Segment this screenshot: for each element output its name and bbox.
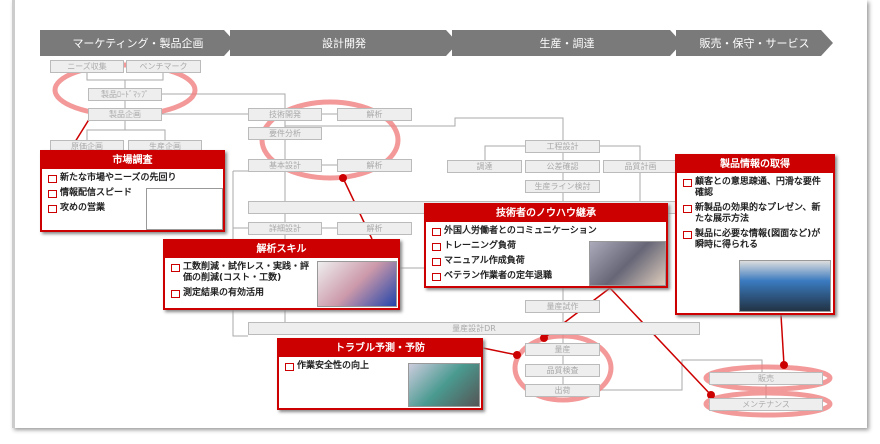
list-item: 顧客との意思疎通、円滑な要件確認 <box>683 177 827 199</box>
box-benchmark: ベンチマーク <box>126 60 201 73</box>
box-inspection: 品質検査 <box>525 364 600 377</box>
list-item: 新たな市場やニーズの先回り <box>48 173 217 184</box>
callout-title: 解析スキル <box>165 241 398 258</box>
box-requirements: 要件分析 <box>248 127 322 140</box>
box-procurement: 調達 <box>447 160 522 173</box>
box-analysis-3: 解析 <box>337 222 412 235</box>
box-planning: 製品企画 <box>88 108 162 121</box>
highlight-sales <box>703 364 833 392</box>
callout-title: 市場調査 <box>42 152 223 169</box>
phase-production: 生産・調達 <box>452 30 682 56</box>
highlight-maintenance <box>703 390 833 418</box>
list-item: マニュアル作成負荷 <box>432 256 660 267</box>
box-analysis-2: 解析 <box>337 159 412 172</box>
list-item: 作業安全性の向上 <box>285 361 475 372</box>
box-needs: ニーズ収集 <box>50 60 124 73</box>
callout-knowhow: 技術者のノウハウ継承 外国人労働者とのコミュニケーショントレーニング負荷マニュア… <box>424 203 668 288</box>
phase-design: 設計開発 <box>230 30 458 56</box>
factory-photo <box>408 363 480 407</box>
callout-analysis-skill: 解析スキル 工数削減・試作レス・実践・評価の削減(コスト・工数) 測定結果の有効活… <box>163 239 400 310</box>
box-detail-design: 詳細設計 <box>248 222 322 235</box>
box-quality-plan: 品質計画 <box>603 160 678 173</box>
box-sales: 販売 <box>709 372 823 385</box>
callout-title: 技術者のノウハウ継承 <box>426 205 666 222</box>
callout-trouble-prevention: トラブル予測・予防 作業安全性の向上 <box>277 338 483 410</box>
callout-product-info: 製品情報の取得 顧客との意思疎通、円滑な要件確認新製品の効果的なプレゼン、新たな… <box>675 154 835 315</box>
box-tech: 技術開発 <box>248 108 322 121</box>
box-basic-design: 基本設計 <box>248 159 322 172</box>
list-item: 攻めの営業 <box>48 203 217 214</box>
callout-market-research: 市場調査 新たな市場やニーズの先回り情報配信スピード攻めの営業 <box>40 150 225 232</box>
showroom-photo <box>739 260 831 312</box>
list-item: 工数削減・試作レス・実践・評価の削減(コスト・工数) <box>171 262 317 284</box>
box-analysis-1: 解析 <box>337 108 412 121</box>
list-item: 製品に必要な情報(図面など)が瞬時に得られる <box>683 229 827 251</box>
workers-illustration <box>589 241 666 286</box>
list-item: トレーニング負荷 <box>432 241 660 252</box>
box-maintenance: メンテナンス <box>709 398 823 411</box>
phase-sales: 販売・保守・サービス <box>676 30 833 56</box>
engineer-car-illustration <box>317 261 397 307</box>
callout-title: トラブル予測・予防 <box>279 340 481 357</box>
list-item: 新製品の効果的なプレゼン、新たな展示方法 <box>683 203 827 225</box>
box-roadmap: 製品ﾛｰﾄﾞﾏｯﾌﾟ <box>88 88 162 101</box>
box-tolerance: 公差確認 <box>525 160 600 173</box>
list-item: 情報配信スピード <box>48 188 217 199</box>
box-dr: 量産設計DR <box>248 322 700 335</box>
phase-marketing: マーケティング・製品企画 <box>40 30 236 56</box>
list-item: 測定結果の有効活用 <box>171 288 317 299</box>
box-trial: 量産試作 <box>525 300 600 313</box>
list-item: 外国人労働者とのコミュニケーション <box>432 226 660 237</box>
meeting-photo <box>146 188 223 230</box>
box-line: 生産ライン検討 <box>525 180 600 193</box>
box-ship: 出荷 <box>525 384 600 397</box>
highlight-requirements <box>259 99 401 181</box>
box-process-design: 工程設計 <box>525 140 600 153</box>
box-mass: 量産 <box>525 343 600 356</box>
callout-title: 製品情報の取得 <box>677 156 833 173</box>
highlight-mass-production <box>512 333 614 403</box>
list-item: ベテラン作業者の定年退職 <box>432 271 660 282</box>
